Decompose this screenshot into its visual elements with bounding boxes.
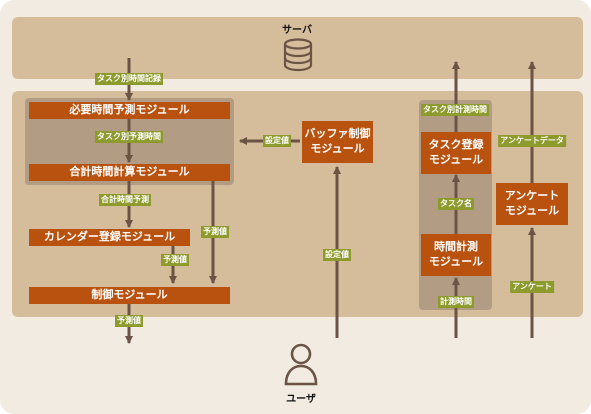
calendar-module: カレンダー登録モジュール — [29, 229, 190, 246]
time-measure-module: 時間計測 モジュール — [421, 234, 491, 276]
user-label: ユーザ — [286, 394, 316, 405]
tag-prediction-right: 予測値 — [201, 226, 229, 238]
tag-task-name: タスク名 — [438, 198, 474, 210]
tag-total-prediction: 合計時間予測 — [99, 194, 151, 206]
tag-task-time-record: タスク別時間記録 — [95, 73, 163, 85]
person-icon — [284, 343, 318, 386]
required-time-module: 必要時間予測モジュール — [29, 102, 230, 119]
tag-task-measured: タスク別計測時間 — [421, 104, 489, 116]
tag-task-prediction: タスク別予測時間 — [95, 131, 163, 143]
tag-prediction-output: 予測値 — [115, 315, 143, 327]
tag-setting-buffer: 設定値 — [263, 135, 291, 147]
buffer-module: バッファ制御 モジュール — [302, 121, 373, 163]
tag-prediction-calendar: 予測値 — [161, 254, 189, 266]
server-label: サーバ — [282, 25, 312, 36]
database-icon — [283, 38, 313, 72]
task-register-module: タスク登録 モジュール — [421, 132, 491, 174]
tag-survey-data: アンケートデータ — [498, 135, 566, 147]
total-time-module: 合計時間計算モジュール — [29, 164, 230, 181]
control-module: 制御モジュール — [29, 287, 230, 304]
tag-measured-time: 計測時間 — [438, 296, 474, 308]
tag-setting-user: 設定値 — [323, 249, 351, 261]
survey-module: アンケート モジュール — [496, 183, 568, 225]
tag-survey: アンケート — [510, 281, 554, 293]
